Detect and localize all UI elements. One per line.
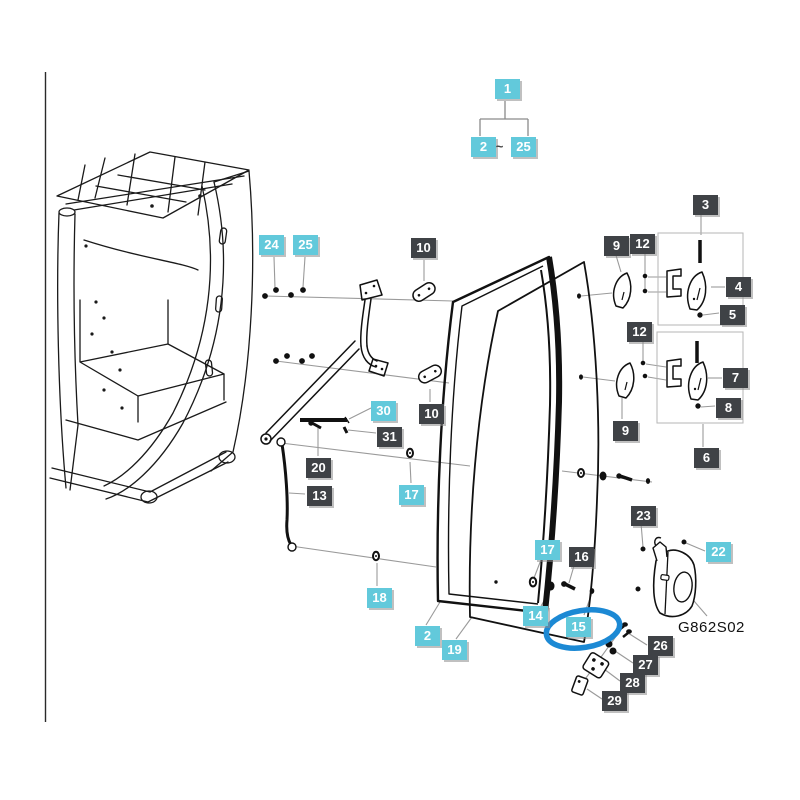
part-label-13: 13 <box>307 486 332 506</box>
part-label-7: 7 <box>723 368 748 388</box>
part-label-17: 17 <box>535 540 560 560</box>
part-label-2: 2 <box>471 137 496 157</box>
part-label-15: 15 <box>566 617 591 637</box>
part-code-text: G862S02 <box>678 619 745 636</box>
part-label-17: 17 <box>399 485 424 505</box>
grab-handle <box>260 279 389 445</box>
part-label-16: 16 <box>569 547 594 567</box>
part-label-24: 24 <box>259 235 284 255</box>
part-label-30: 30 <box>371 401 396 421</box>
legend-tree-lines <box>479 101 529 136</box>
part-label-25: 25 <box>511 137 536 157</box>
cab-frame-sketch <box>49 151 254 504</box>
part-label-4: 4 <box>726 277 751 297</box>
handle-housing <box>652 536 697 618</box>
part-label-9: 9 <box>613 421 638 441</box>
fasteners <box>262 273 703 655</box>
part-label-19: 19 <box>442 640 467 660</box>
part-label-12: 12 <box>630 234 655 254</box>
latch-assembly <box>571 652 610 696</box>
part-label-1: 1 <box>495 79 520 99</box>
part-label-10: 10 <box>419 404 444 424</box>
hinge-group-upper <box>612 240 707 311</box>
highlight-ellipse <box>543 607 623 651</box>
part-label-8: 8 <box>716 398 741 418</box>
part-label-6: 6 <box>694 448 719 468</box>
part-label-23: 23 <box>631 506 656 526</box>
part-label-tilde: ~ <box>495 139 504 154</box>
part-label-9: 9 <box>604 236 629 256</box>
part-label-25: 25 <box>293 235 318 255</box>
part-label-31: 31 <box>377 427 402 447</box>
part-label-27: 27 <box>633 655 658 675</box>
part-label-20: 20 <box>306 458 331 478</box>
part-label-26: 26 <box>648 636 673 656</box>
part-label-28: 28 <box>620 673 645 693</box>
part-label-5: 5 <box>720 305 745 325</box>
part-label-3: 3 <box>693 195 718 215</box>
part-label-12: 12 <box>627 322 652 342</box>
stay-rod <box>276 437 297 552</box>
part-label-14: 14 <box>523 606 548 626</box>
part-label-2: 2 <box>415 626 440 646</box>
mount-plates <box>412 281 443 384</box>
hinge-group-lower <box>615 341 708 401</box>
part-label-29: 29 <box>602 691 627 711</box>
leader-lines <box>264 207 725 700</box>
part-label-22: 22 <box>706 542 731 562</box>
part-label-18: 18 <box>367 588 392 608</box>
part-label-10: 10 <box>411 238 436 258</box>
